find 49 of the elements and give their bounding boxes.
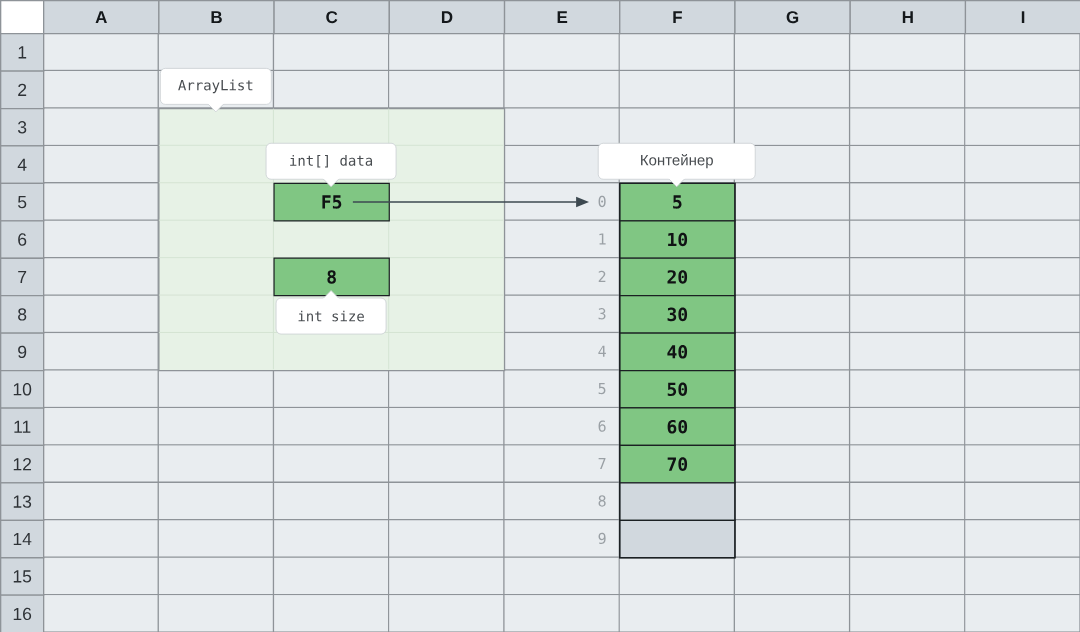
row-header: 10	[0, 369, 45, 409]
index-number: 5	[598, 383, 606, 395]
index-number: 0	[598, 195, 606, 208]
row-header: 3	[0, 107, 45, 147]
column-header: F	[619, 0, 736, 35]
callout: Контейнер	[597, 142, 756, 188]
row-header: 13	[0, 482, 45, 521]
column-header: C	[273, 0, 390, 35]
row-header: 7	[0, 257, 45, 297]
row-header: 15	[0, 557, 45, 596]
row-header: 8	[0, 295, 45, 334]
index-number: 6	[598, 420, 606, 432]
value-cell: 8	[273, 257, 390, 297]
row-header: 9	[0, 332, 45, 372]
value-cell: 40	[619, 332, 736, 372]
value-cell: 10	[619, 220, 736, 259]
column-header: H	[849, 0, 967, 35]
index-number: 1	[599, 233, 606, 245]
index-number: 8	[598, 495, 606, 507]
index-number: 9	[598, 532, 606, 545]
column-header: G	[734, 0, 851, 35]
value-cell: 70	[619, 444, 736, 484]
row-header: 6	[0, 220, 45, 259]
callout: ArrayList	[159, 67, 272, 113]
value-cell: 20	[619, 257, 736, 297]
column-header: I	[964, 0, 1080, 35]
row-header: 2	[0, 70, 45, 110]
row-header: 11	[0, 407, 45, 447]
row-header: 12	[0, 444, 45, 484]
row-header: 5	[0, 182, 45, 222]
row-header: 14	[0, 519, 45, 559]
callout: int size	[275, 290, 387, 335]
index-number: 4	[598, 345, 606, 357]
value-cell: 30	[619, 295, 736, 334]
index-number: 7	[598, 458, 606, 469]
row-header: 4	[0, 145, 45, 185]
column-header: D	[388, 0, 506, 35]
index-number: 2	[598, 270, 606, 282]
value-cell: 60	[619, 407, 736, 446]
row-header: 1	[0, 33, 45, 72]
column-header: A	[43, 0, 160, 35]
value-cell: F5	[273, 182, 390, 222]
index-number: 3	[598, 308, 606, 320]
column-header: E	[503, 0, 621, 35]
value-cell: 50	[619, 369, 736, 409]
row-header: 16	[0, 594, 45, 632]
callout: int[] data	[265, 142, 397, 188]
value-cell: 5	[619, 182, 736, 222]
column-header: B	[158, 0, 275, 35]
